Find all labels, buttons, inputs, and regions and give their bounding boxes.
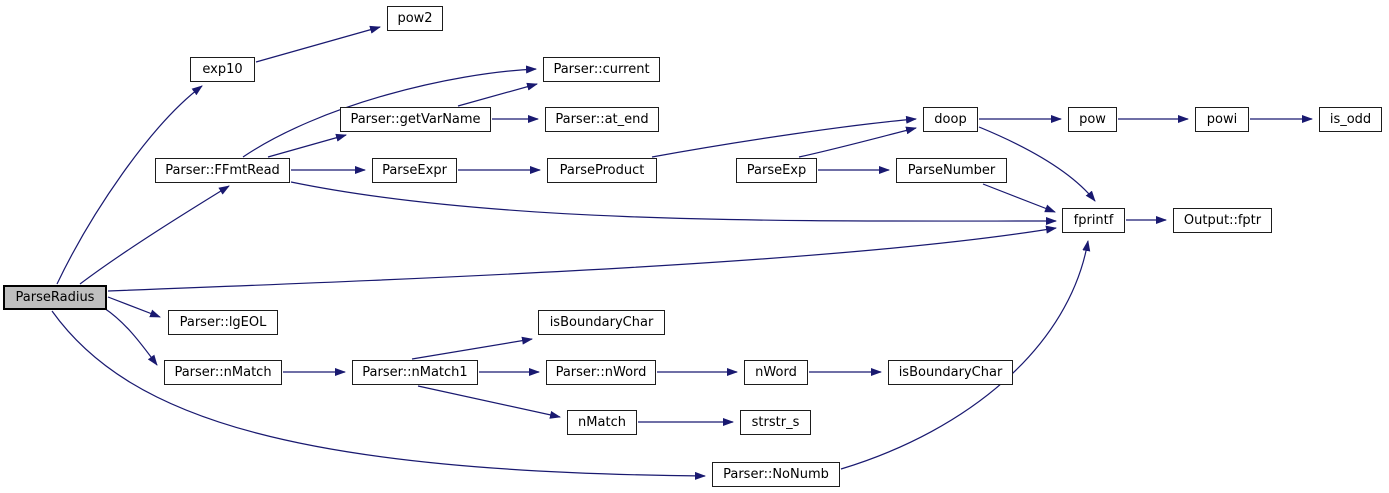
node-pow[interactable]: pow	[1068, 107, 1117, 132]
edge-parseradius-nmatch	[103, 307, 158, 366]
edge-ffmtread-getvarname	[267, 133, 347, 158]
node-parse-number[interactable]: ParseNumber	[896, 158, 1007, 183]
node-parse-product[interactable]: ParseProduct	[547, 158, 657, 183]
edge-nmatch1-isboundarychara	[411, 336, 533, 360]
edge-parseradius-lgeol	[107, 296, 161, 318]
node-strstr-s[interactable]: strstr_s	[740, 410, 811, 435]
edge-parseproduct-doop	[651, 115, 917, 158]
node-exp10[interactable]: exp10	[190, 57, 255, 82]
edge-parseradius-fprintf	[107, 225, 1057, 292]
node-nmatch1[interactable]: Parser::nMatch1	[352, 360, 478, 385]
node-pow2[interactable]: pow2	[387, 6, 443, 31]
edge-nonumb-fprintf	[840, 240, 1091, 470]
node-ffmt-read[interactable]: Parser::FFmtRead	[155, 158, 290, 183]
edge-parseexp-doop	[798, 126, 917, 158]
node-doop[interactable]: doop	[923, 107, 978, 132]
node-nword-member[interactable]: Parser::nWord	[546, 360, 656, 385]
node-fprintf[interactable]: fprintf	[1062, 208, 1125, 233]
edge-parseradius-exp10	[56, 85, 203, 285]
edge-parsenumber-fprintf	[982, 183, 1056, 213]
node-get-var-name[interactable]: Parser::getVarName	[340, 107, 491, 132]
edge-exp10-pow2	[255, 25, 381, 63]
node-parse-exp[interactable]: ParseExp	[736, 158, 817, 183]
node-at-end[interactable]: Parser::at_end	[545, 107, 659, 132]
edge-parseradius-ffmtread	[79, 185, 230, 285]
edge-doop-fprintf	[978, 126, 1096, 202]
node-powi[interactable]: powi	[1195, 107, 1249, 132]
node-nword-free[interactable]: nWord	[744, 360, 808, 385]
node-is-boundary-char-b[interactable]: isBoundaryChar	[888, 360, 1013, 385]
node-current[interactable]: Parser::current	[543, 57, 660, 82]
node-lg-eol[interactable]: Parser::lgEOL	[168, 310, 278, 335]
node-parse-expr[interactable]: ParseExpr	[372, 158, 457, 183]
edge-getvarname-current	[457, 82, 538, 107]
edge-parseradius-nonumb	[51, 310, 706, 480]
node-parse-radius: ParseRadius	[3, 285, 107, 310]
node-nmatch-member[interactable]: Parser::nMatch	[164, 360, 282, 385]
node-output-fptr[interactable]: Output::fptr	[1173, 208, 1272, 233]
edge-ffmtread-fprintf	[290, 181, 1057, 226]
edge-nmatch1-nmatchf	[417, 385, 561, 419]
node-nmatch-free[interactable]: nMatch	[567, 410, 637, 435]
node-is-odd[interactable]: is_odd	[1319, 107, 1382, 132]
node-no-numb[interactable]: Parser::NoNumb	[712, 462, 840, 487]
edge-ffmtread-current	[242, 65, 537, 158]
node-is-boundary-char-a[interactable]: isBoundaryChar	[538, 310, 665, 335]
